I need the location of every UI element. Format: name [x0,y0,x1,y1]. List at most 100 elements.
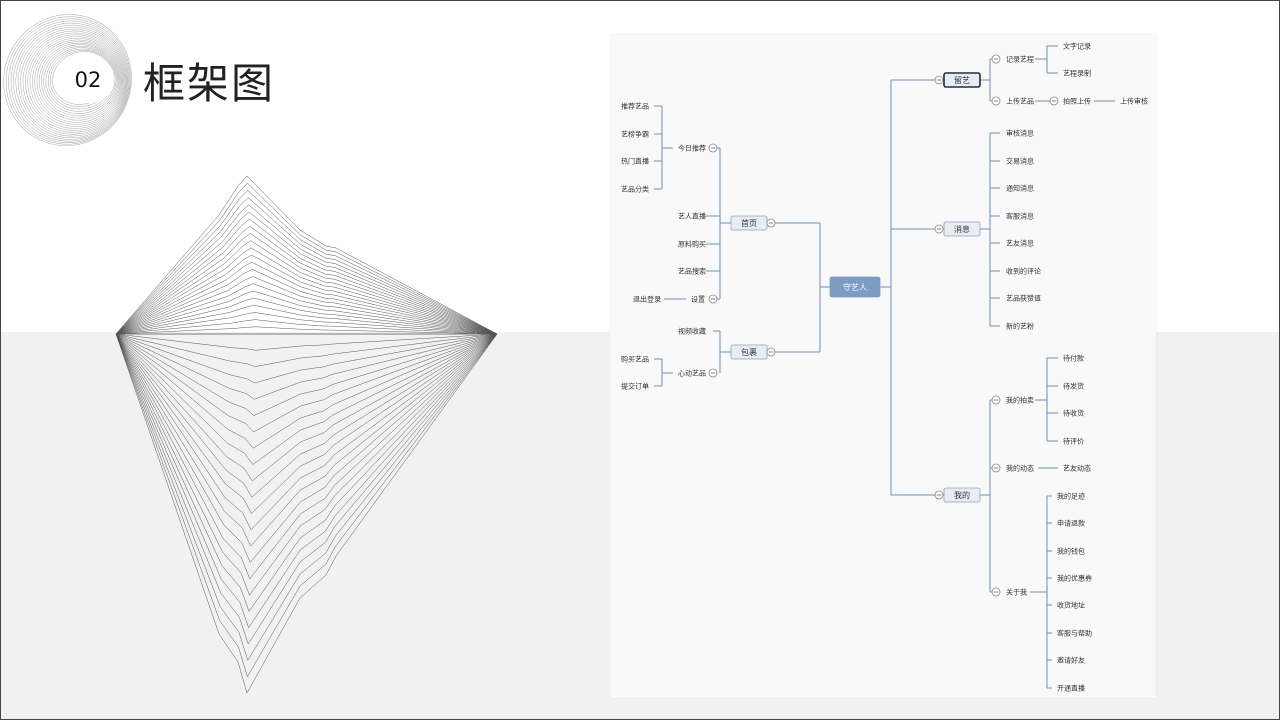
mountain-line-upper [115,233,498,335]
contour-ring [47,48,115,110]
mountain-line-lower [115,333,498,498]
leaf-message-3: 客服消息 [1006,212,1034,221]
mindmap-nodes: 守艺人首页包裹今日推荐推荐艺品艺榜争霸热门直播艺品分类艺人直播原料购买艺品搜索设… [621,42,1148,693]
contour-ring [3,14,132,146]
leaf-today-recommend-2: 热门直播 [621,157,649,166]
leaf-home-2: 艺品搜索 [678,267,706,276]
mountain-line-lower [115,333,498,612]
leaf-friend-activity: 艺友动态 [1063,464,1091,473]
node-today-recommend: 今日推荐 [678,144,706,153]
contour-ring [43,45,117,114]
svg-text:留艺: 留艺 [954,75,970,85]
mountain-line-lower [115,333,498,563]
mountain-line-upper [115,175,498,335]
mountain-line-upper [115,269,498,335]
collapse-toggle-icon[interactable] [708,294,718,304]
mountain-line-lower [115,333,498,661]
node-record-process: 记录艺程 [1006,55,1034,64]
node-liked-art: 心动艺品 [678,369,706,378]
leaf-about-2: 我的钱包 [1057,547,1085,556]
mountain-line-upper [115,319,498,335]
leaf-about-0: 我的足迹 [1057,492,1085,501]
contour-ring [45,47,116,112]
contour-ring [32,38,122,125]
collapse-toggle-icon[interactable] [934,490,944,500]
collapse-toggle-icon[interactable] [991,395,1001,405]
leaf-logout: 退出登录 [633,295,661,304]
mountain-line-upper [115,225,498,335]
root-node-shouyiren[interactable]: 守艺人 [829,276,881,298]
contour-ring [10,20,130,142]
mountain-line-upper [115,254,498,335]
leaf-auction-2: 待收货 [1063,409,1084,418]
contour-ring [41,44,118,117]
collapse-toggle-icon[interactable] [991,587,1001,597]
leaf-about-4: 收货地址 [1057,601,1085,610]
mountain-line-upper [115,305,498,335]
mountain-line-upper [115,261,498,335]
mindmap-diagram: 守艺人首页包裹今日推荐推荐艺品艺榜争霸热门直播艺品分类艺人直播原料购买艺品搜索设… [621,42,1148,693]
leaf-about-3: 我的优惠券 [1057,574,1092,583]
leaf-about-7: 开通直播 [1057,684,1085,693]
mountain-line-lower [115,333,498,449]
leaf-record-process-1: 艺程录制 [1063,69,1091,78]
collapse-toggle-icon[interactable] [708,368,718,378]
contour-ring [29,36,123,127]
mountain-line-lower [115,333,498,351]
collapse-toggle-icon[interactable] [1049,96,1059,106]
leaf-message-7: 新的艺粉 [1006,322,1034,331]
folded-lines-mountain-decoration [115,175,498,694]
leaf-upload-review: 上传审核 [1120,97,1148,106]
contour-ring [34,39,121,123]
collapse-toggle-icon[interactable] [766,218,776,228]
contour-ring [27,34,124,129]
collapse-toggle-icon[interactable] [991,96,1001,106]
section-number: 02 [74,68,102,92]
mountain-line-lower [115,333,498,645]
contour-ring [22,30,125,133]
mountain-line-upper [115,190,498,335]
node-settings: 设置 [691,295,705,304]
node-home[interactable]: 首页 [730,215,768,231]
collapse-toggle-icon[interactable] [934,224,944,234]
collapse-toggle-icon[interactable] [991,54,1001,64]
mountain-line-upper [115,197,498,335]
collapse-toggle-icon[interactable] [766,347,776,357]
node-messages[interactable]: 消息 [943,221,981,237]
mountain-line-upper [115,204,498,335]
node-photo-upload: 拍照上传 [1063,97,1091,106]
leaf-today-recommend-3: 艺品分类 [621,185,649,194]
svg-text:首页: 首页 [741,218,757,228]
node-upload-art: 上传艺品 [1006,97,1034,106]
leaf-home-0: 艺人直播 [678,212,706,221]
node-liuyi[interactable]: 留艺 [943,72,981,88]
collapse-toggle-icon[interactable] [991,463,1001,473]
mountain-line-lower [115,333,498,482]
collapse-toggle-icon[interactable] [708,143,718,153]
leaf-message-0: 审核消息 [1006,129,1034,138]
leaf-about-1: 申请退款 [1057,519,1085,528]
leaf-liked-art-1: 提交订单 [621,382,649,391]
contour-ring [20,28,126,135]
mountain-line-lower [115,333,498,367]
mountain-line-lower [115,333,498,596]
leaf-today-recommend-1: 艺榜争霸 [621,130,649,139]
mountain-line-lower [115,333,498,514]
leaf-home-1: 原料购买 [678,240,706,249]
section-number-circle [66,55,114,103]
mindmap-collapse-toggles [708,54,1059,597]
contour-ring [17,26,127,137]
mountain-line-upper [115,182,498,335]
node-package[interactable]: 包裹 [730,344,768,360]
mountain-line-upper [115,290,498,335]
node-mine[interactable]: 我的 [943,487,981,503]
contour-ring [36,41,120,121]
svg-text:我的: 我的 [954,490,970,500]
collapse-toggle-icon[interactable] [934,75,944,85]
leaf-message-5: 收到的评论 [1006,267,1041,276]
mountain-line-upper [115,247,498,335]
leaf-auction-3: 待评价 [1063,437,1084,446]
mountain-line-upper [115,240,498,335]
leaf-video-favorites: 视频收藏 [678,327,706,336]
